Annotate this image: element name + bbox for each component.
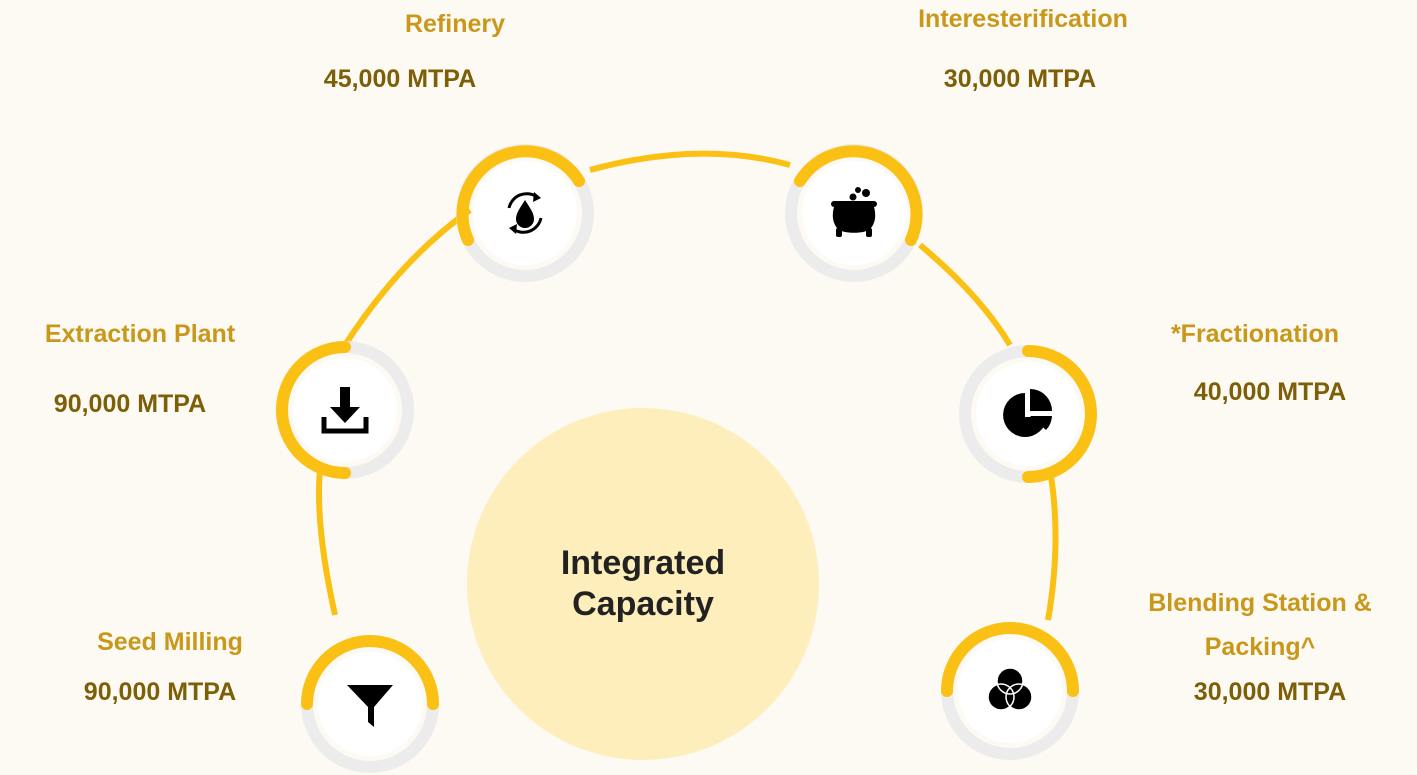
label-blending-station-name-line1: Blending Station & — [1148, 589, 1372, 617]
label-refinery-capacity: 45,000 MTPA — [323, 65, 477, 93]
node-extraction-plant — [274, 339, 416, 481]
label-fractionation-name: *Fractionation — [1170, 320, 1340, 348]
center-circle: Integrated Capacity — [467, 408, 819, 760]
label-fractionation-capacity: 40,000 MTPA — [1193, 378, 1347, 406]
label-seed-milling-name: Seed Milling — [97, 628, 243, 656]
label-extraction-plant-name: Extraction Plant — [44, 320, 236, 348]
node-interesterification — [783, 142, 925, 284]
center-title-line2: Capacity — [572, 585, 714, 623]
node-fractionation — [957, 343, 1099, 485]
label-blending-station-name-line2: Packing^ — [1204, 633, 1316, 661]
node-blending-station — [939, 620, 1081, 762]
recycle-droplet-icon — [496, 184, 554, 242]
label-refinery-name: Refinery — [404, 10, 506, 38]
label-interesterification-name: Interesterification — [918, 5, 1128, 33]
venn-circles-icon — [981, 662, 1039, 720]
label-interesterification-capacity: 30,000 MTPA — [943, 65, 1097, 93]
label-blending-station-capacity: 30,000 MTPA — [1193, 678, 1347, 706]
cauldron-icon — [825, 184, 883, 242]
label-seed-milling-capacity: 90,000 MTPA — [83, 678, 237, 706]
label-extraction-plant-capacity: 90,000 MTPA — [53, 390, 207, 418]
pie-chart-icon — [999, 385, 1057, 443]
node-refinery — [454, 142, 596, 284]
download-tray-icon — [316, 381, 374, 439]
node-ring — [959, 345, 1097, 483]
funnel-icon — [341, 675, 399, 733]
center-title-line1: Integrated — [560, 543, 726, 582]
node-seed-milling — [299, 633, 441, 775]
